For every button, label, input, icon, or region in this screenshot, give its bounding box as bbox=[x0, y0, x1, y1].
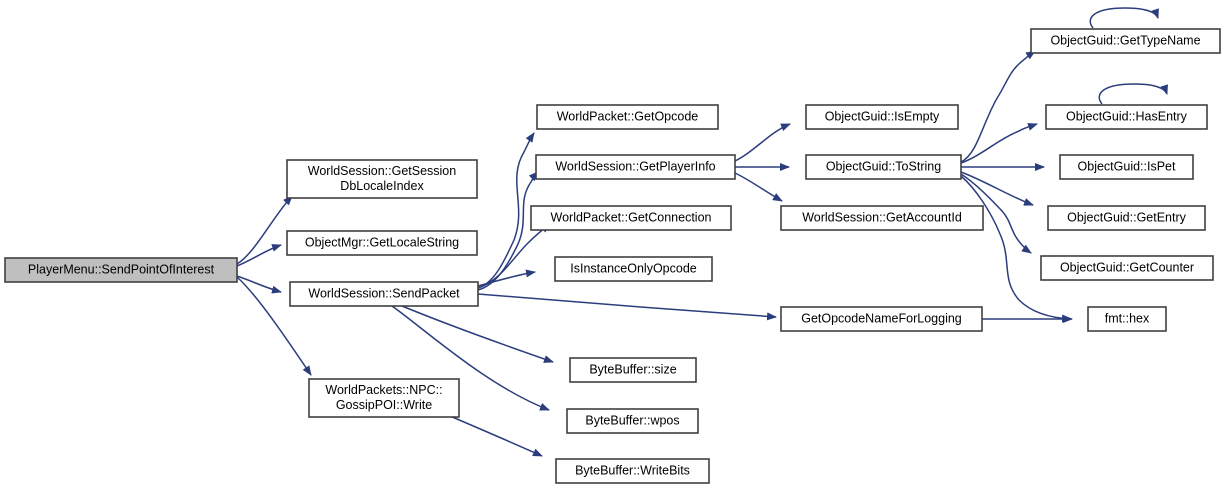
node-box-ispet[interactable] bbox=[1059, 154, 1194, 180]
node-layer: PlayerMenu::SendPointOfInterestWorldSess… bbox=[4, 28, 1221, 484]
node-label-hasentry: ObjectGuid::HasEntry bbox=[1066, 109, 1188, 123]
node-box-getopcode[interactable] bbox=[536, 104, 719, 130]
node-label-getopcode: WorldPacket::GetOpcode bbox=[557, 109, 699, 123]
call-edge-sendpacket-to-getopcodename bbox=[477, 293, 777, 321]
graph-node-fmthex[interactable]: fmt::hex bbox=[1087, 306, 1167, 332]
graph-node-bbwpos[interactable]: ByteBuffer::wpos bbox=[566, 408, 699, 434]
node-label-sendpacket: WorldSession::SendPacket bbox=[308, 286, 460, 300]
edge-layer bbox=[236, 7, 1168, 457]
node-label-tostring: ObjectGuid::ToString bbox=[826, 159, 941, 173]
node-box-getopcodename[interactable] bbox=[780, 306, 983, 332]
call-edge-tostring-to-gettypename bbox=[960, 50, 1036, 163]
graph-node-getentry[interactable]: ObjectGuid::GetEntry bbox=[1047, 205, 1206, 231]
node-label-getsessiondb: WorldSession::GetSession bbox=[308, 164, 456, 178]
graph-node-isempty[interactable]: ObjectGuid::IsEmpty bbox=[805, 104, 959, 130]
node-box-getcounter[interactable] bbox=[1040, 255, 1214, 281]
node-label-getplayerinfo: WorldSession::GetPlayerInfo bbox=[555, 159, 715, 173]
call-edge-root-to-gossippoi bbox=[236, 276, 312, 376]
node-label-gettypename: ObjectGuid::GetTypeName bbox=[1050, 33, 1200, 47]
call-edge-getplayerinfo-to-getaccountid bbox=[734, 172, 783, 202]
node-label-bbsize: ByteBuffer::size bbox=[589, 362, 676, 376]
node-box-getlocalestring[interactable] bbox=[286, 230, 478, 256]
graph-node-getcounter[interactable]: ObjectGuid::GetCounter bbox=[1040, 255, 1214, 281]
graph-node-getopcode[interactable]: WorldPacket::GetOpcode bbox=[536, 104, 719, 130]
call-edge-root-to-getsessiondb bbox=[236, 195, 293, 265]
node-box-getconnection[interactable] bbox=[530, 205, 732, 231]
graph-node-getconnection[interactable]: WorldPacket::GetConnection bbox=[530, 205, 732, 231]
node-label-bbwritebits: ByteBuffer::WriteBits bbox=[575, 463, 690, 477]
node-box-getentry[interactable] bbox=[1047, 205, 1206, 231]
call-edge-root-to-getlocalestring bbox=[236, 244, 282, 267]
graph-node-ispet[interactable]: ObjectGuid::IsPet bbox=[1059, 154, 1194, 180]
graph-node-getlocalestring[interactable]: ObjectMgr::GetLocaleString bbox=[286, 230, 478, 256]
call-edge-sendpacket-to-getopcode bbox=[477, 132, 535, 289]
node-label-gossippoi: GossipPOI::Write bbox=[336, 398, 432, 412]
node-label-gossippoi: WorldPackets::NPC:: bbox=[325, 383, 442, 397]
call-edge-tostring-to-hasentry bbox=[960, 123, 1038, 164]
call-edge-sendpacket-to-isinstanceonly bbox=[477, 269, 536, 287]
node-box-bbwpos[interactable] bbox=[566, 408, 699, 434]
call-edge-gettypename-to-gettypename bbox=[1089, 7, 1159, 29]
graph-node-gettypename[interactable]: ObjectGuid::GetTypeName bbox=[1030, 28, 1221, 54]
node-box-gossippoi[interactable] bbox=[308, 378, 460, 418]
graph-node-root[interactable]: PlayerMenu::SendPointOfInterest bbox=[4, 257, 238, 283]
node-label-getopcodename: GetOpcodeNameForLogging bbox=[801, 311, 962, 325]
graph-node-isinstanceonly[interactable]: IsInstanceOnlyOpcode bbox=[554, 256, 713, 282]
node-box-isinstanceonly[interactable] bbox=[554, 256, 713, 282]
node-box-tostring[interactable] bbox=[805, 154, 962, 180]
node-box-sendpacket[interactable] bbox=[289, 281, 479, 307]
call-edge-sendpacket-to-bbwpos bbox=[391, 305, 550, 411]
call-edge-sendpacket-to-getplayerinfo bbox=[477, 171, 539, 291]
call-edge-sendpacket-to-getconnection bbox=[477, 223, 551, 289]
node-label-isinstanceonly: IsInstanceOnlyOpcode bbox=[570, 261, 697, 275]
node-box-isempty[interactable] bbox=[805, 104, 959, 130]
node-box-bbsize[interactable] bbox=[569, 357, 697, 383]
node-label-fmthex: fmt::hex bbox=[1105, 311, 1150, 325]
graph-node-getplayerinfo[interactable]: WorldSession::GetPlayerInfo bbox=[535, 154, 736, 180]
graph-node-getopcodename[interactable]: GetOpcodeNameForLogging bbox=[780, 306, 983, 332]
graph-node-bbwritebits[interactable]: ByteBuffer::WriteBits bbox=[555, 458, 710, 484]
node-box-getsessiondb[interactable] bbox=[286, 159, 478, 199]
node-box-root[interactable] bbox=[4, 257, 238, 283]
node-box-getplayerinfo[interactable] bbox=[535, 154, 736, 180]
call-edge-root-to-sendpacket bbox=[236, 275, 282, 294]
call-edge-getplayerinfo-to-isempty bbox=[734, 123, 791, 162]
node-label-getconnection: WorldPacket::GetConnection bbox=[551, 210, 712, 224]
node-label-root: PlayerMenu::SendPointOfInterest bbox=[28, 262, 215, 276]
graph-node-getaccountid[interactable]: WorldSession::GetAccountId bbox=[780, 205, 984, 231]
node-box-fmthex[interactable] bbox=[1087, 306, 1167, 332]
graph-node-sendpacket[interactable]: WorldSession::SendPacket bbox=[289, 281, 479, 307]
node-box-bbwritebits[interactable] bbox=[555, 458, 710, 484]
graph-node-tostring[interactable]: ObjectGuid::ToString bbox=[805, 154, 962, 180]
call-edge-gossippoi-to-bbwritebits bbox=[449, 415, 543, 457]
graph-node-hasentry[interactable]: ObjectGuid::HasEntry bbox=[1045, 104, 1208, 130]
node-label-getcounter: ObjectGuid::GetCounter bbox=[1060, 260, 1194, 274]
node-box-gettypename[interactable] bbox=[1030, 28, 1221, 54]
call-edge-hasentry-to-hasentry bbox=[1098, 83, 1168, 105]
node-label-getlocalestring: ObjectMgr::GetLocaleString bbox=[305, 235, 459, 249]
node-label-getsessiondb: DbLocaleIndex bbox=[340, 179, 424, 193]
node-label-bbwpos: ByteBuffer::wpos bbox=[585, 413, 679, 427]
call-edge-tostring-to-fmthex bbox=[960, 175, 1072, 323]
call-edge-sendpacket-to-bbsize bbox=[401, 305, 554, 363]
graph-node-bbsize[interactable]: ByteBuffer::size bbox=[569, 357, 697, 383]
node-label-getentry: ObjectGuid::GetEntry bbox=[1067, 210, 1187, 224]
call-edge-tostring-to-getentry bbox=[960, 171, 1034, 206]
call-edge-tostring-to-getcounter bbox=[960, 173, 1032, 254]
node-label-isempty: ObjectGuid::IsEmpty bbox=[825, 109, 940, 123]
node-label-ispet: ObjectGuid::IsPet bbox=[1078, 159, 1176, 173]
node-label-getaccountid: WorldSession::GetAccountId bbox=[802, 210, 962, 224]
graph-node-gossippoi[interactable]: WorldPackets::NPC::GossipPOI::Write bbox=[308, 378, 460, 418]
node-box-hasentry[interactable] bbox=[1045, 104, 1208, 130]
node-box-getaccountid[interactable] bbox=[780, 205, 984, 231]
